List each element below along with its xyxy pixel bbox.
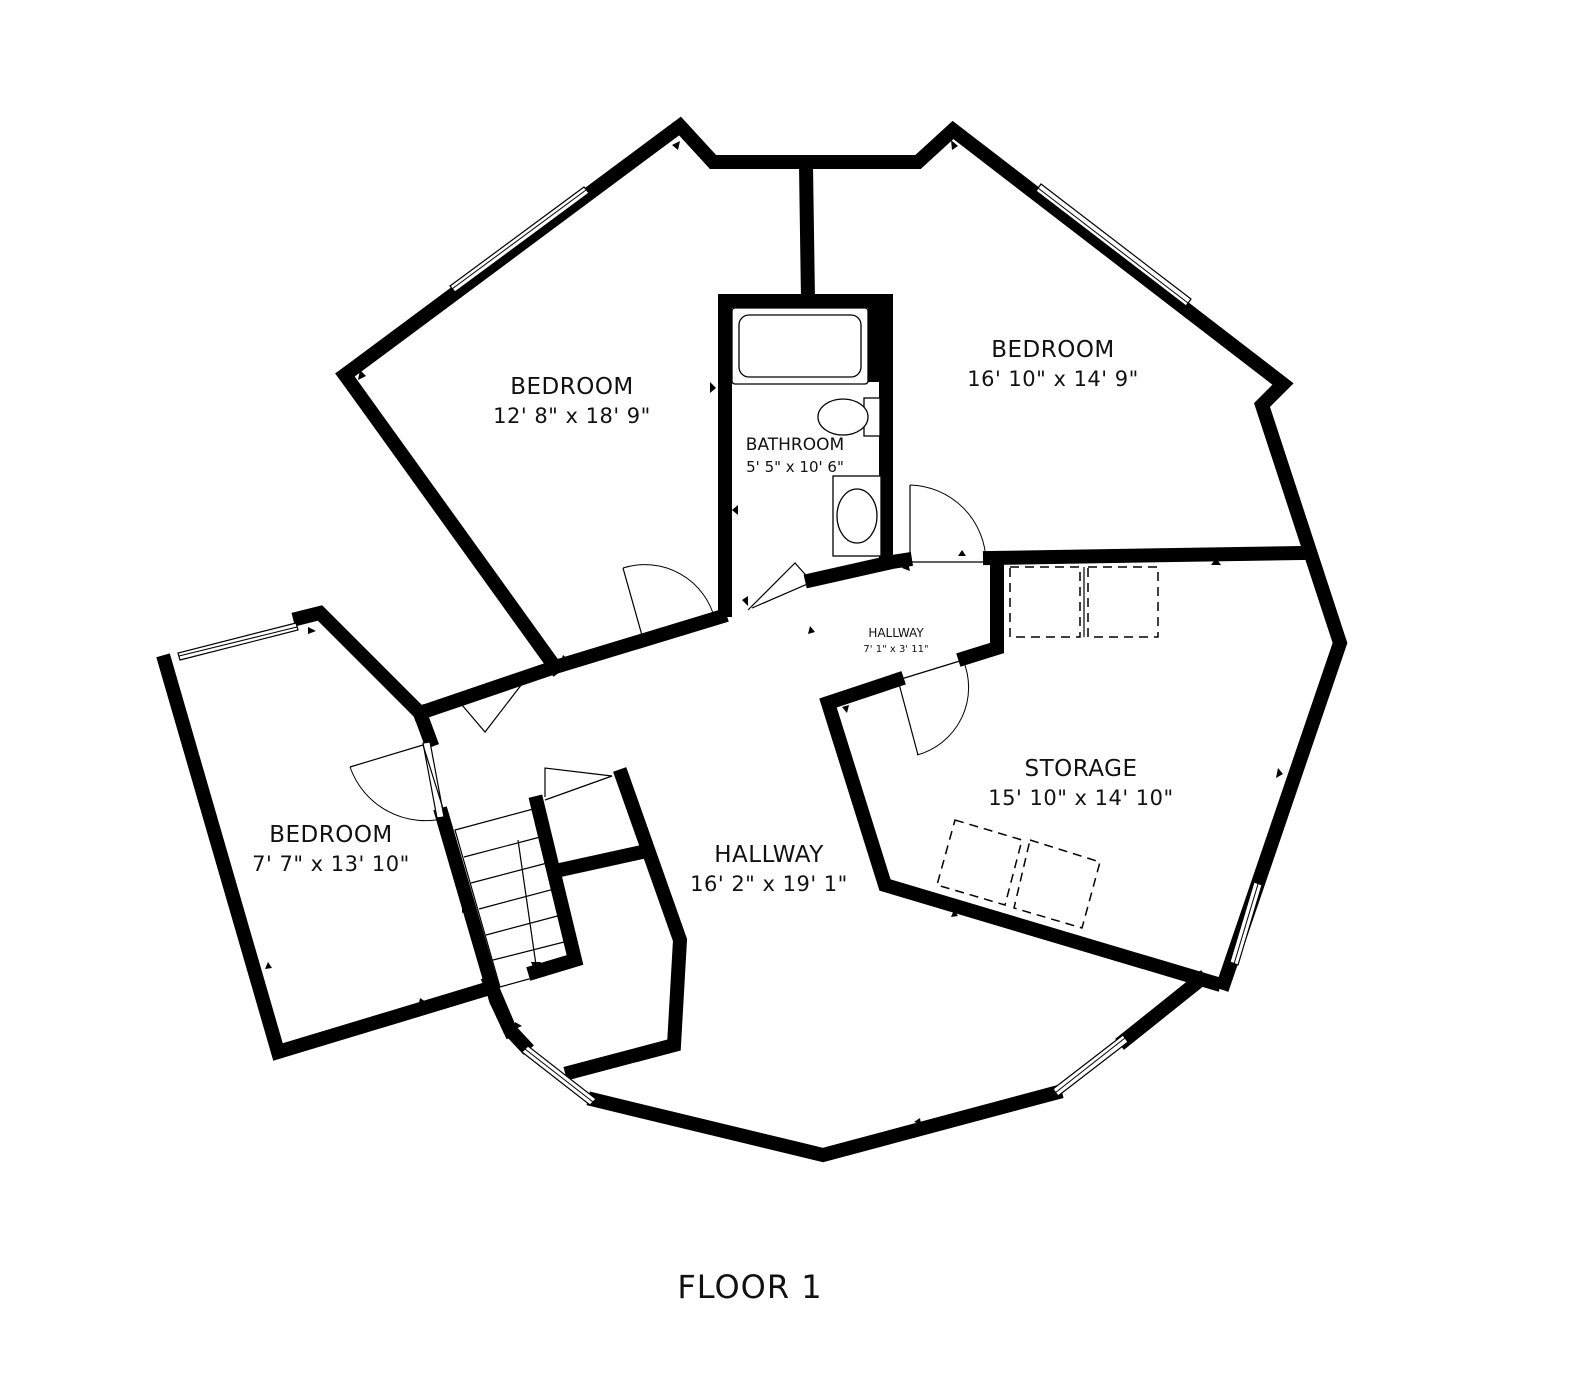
window-south-west (521, 1045, 597, 1106)
bedroom-west-walls (291, 605, 430, 723)
door-storage (897, 659, 970, 756)
stair-west-wall (433, 806, 520, 1040)
storage-north-wall (982, 545, 1311, 566)
room-dims-storage: 15' 10" x 14' 10" (988, 786, 1173, 810)
bedroom-west-outer (156, 653, 499, 1061)
corridor-north-wall-2 (803, 552, 913, 589)
room-dims-hallway: 16' 2" x 19' 1" (690, 872, 848, 896)
room-name-storage: STORAGE (1025, 756, 1138, 782)
storage-west-wall-top (819, 671, 1223, 992)
door-west-corridor (461, 678, 527, 733)
room-name-hallway: HALLWAY (714, 842, 824, 868)
window-left-bedroom (177, 622, 299, 661)
room-name-bedroom-ne: BEDROOM (991, 337, 1115, 363)
room-dims-bedroom-w: 7' 7" x 13' 10" (252, 852, 410, 876)
south-wall (586, 1084, 1064, 1163)
walls (156, 116, 1348, 1163)
sink-basin (836, 488, 878, 544)
stairs (454, 807, 581, 988)
windows (177, 183, 1263, 1106)
window-east (1229, 881, 1263, 966)
stair-landing-wall (551, 843, 651, 879)
bedroom-nw-west-wall (335, 365, 565, 677)
room-name-bedroom-w: BEDROOM (269, 822, 393, 848)
door-stair-top (544, 767, 613, 801)
room-dims-hallway-small: 7' 1" x 3' 11" (863, 644, 928, 655)
room-dims-bathroom: 5' 5" x 10' 6" (746, 458, 844, 476)
toilet-bowl (817, 398, 869, 436)
bedroom-west-east-wall (411, 704, 439, 749)
south-east-wall (1115, 970, 1210, 1050)
bedroom-divider-wall (798, 158, 816, 308)
bathroom-fixtures (731, 304, 882, 557)
window-ne (1035, 183, 1192, 307)
door-bedroom-nw (622, 564, 717, 640)
room-name-bedroom-nw: BEDROOM (510, 374, 634, 400)
floor-label: FLOOR 1 (677, 1268, 822, 1306)
corridor-north-wall (411, 608, 729, 722)
room-dims-bedroom-nw: 12' 8" x 18' 9" (493, 404, 651, 428)
door-left-bedroom (349, 744, 447, 822)
door-bedroom-ne (909, 484, 987, 563)
stair-east-wall (563, 767, 688, 1081)
window-south-east (1052, 1034, 1129, 1097)
room-name-hallway-small: HALLWAY (868, 626, 924, 640)
small-hallway-wall (956, 555, 1004, 667)
dimension-markers (265, 140, 1283, 1124)
room-dims-bedroom-ne: 16' 10" x 14' 9" (967, 367, 1139, 391)
stair-core-wall (526, 794, 584, 981)
room-name-bathroom: BATHROOM (746, 435, 844, 455)
room-labels: BEDROOM 12' 8" x 18' 9" BEDROOM 16' 10" … (252, 337, 1173, 896)
window-nw (449, 186, 590, 293)
storage-boxes (936, 566, 1159, 929)
north-wall (335, 116, 1348, 992)
doors (349, 484, 987, 822)
door-bathroom (747, 562, 814, 611)
bathroom-wall (718, 294, 893, 617)
